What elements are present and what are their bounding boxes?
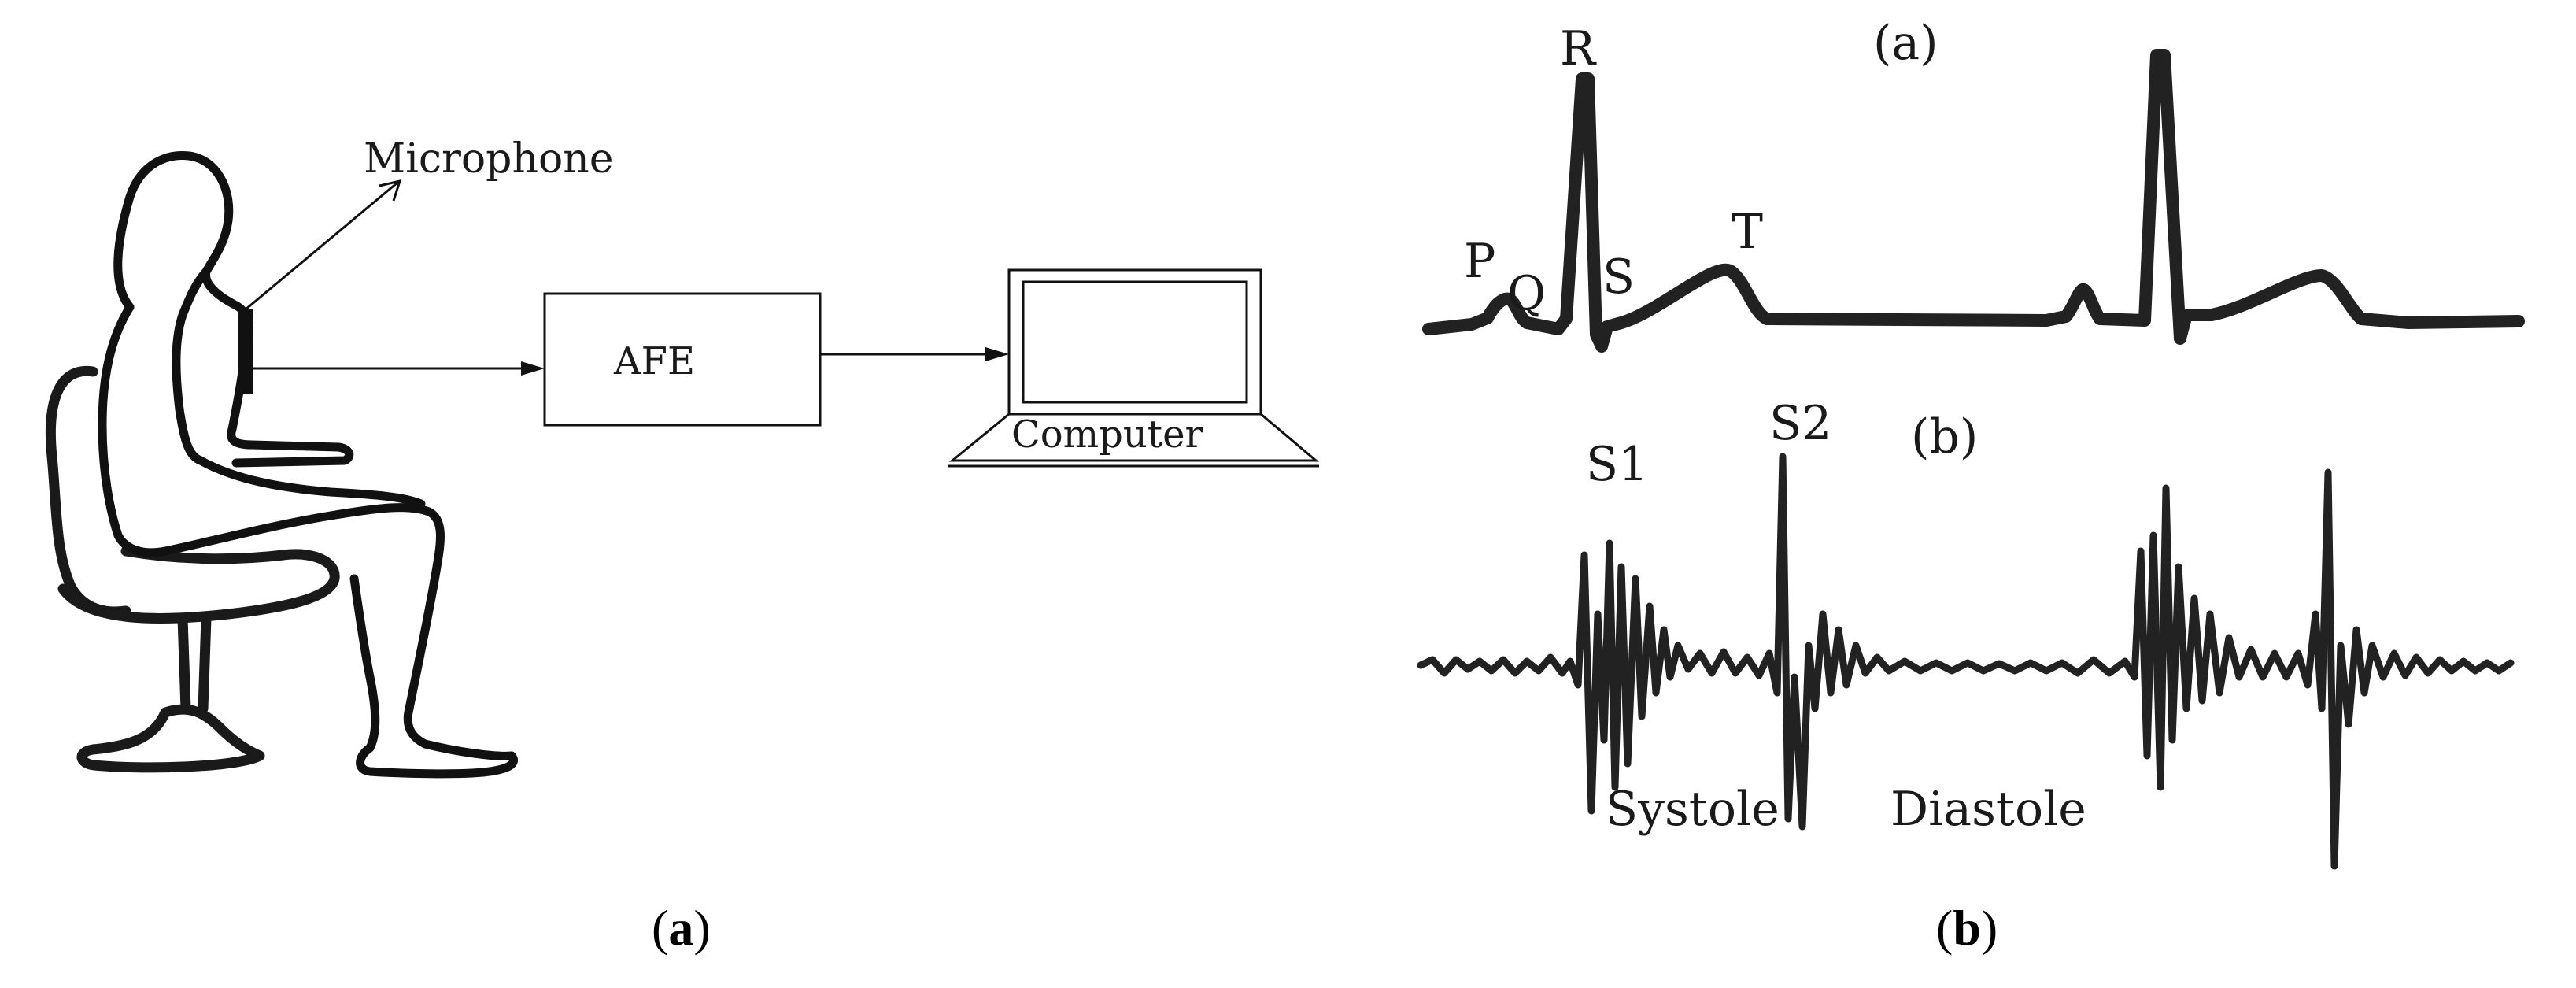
panel-b-signals: R P Q S T (a) S1 S2 (b) Systole Diastole… (1417, 16, 2525, 956)
ecg-waveform (1422, 49, 2525, 353)
panel-a-caption: (a) (652, 900, 711, 956)
ecg-t-wave-label: T (1732, 205, 1763, 260)
computer-label: Computer (1011, 413, 1203, 457)
pcg-waveform (1417, 453, 2515, 870)
afe-label: AFE (613, 339, 695, 383)
panel-a-setup-diagram: Microphone AFE Computer (a) (45, 135, 1320, 956)
pcg-s2-label: S2 (1769, 396, 1831, 451)
microphone-label: Microphone (364, 135, 614, 183)
seated-person-icon (98, 151, 518, 779)
afe-to-computer-arrow (820, 347, 1009, 361)
panel-b-caption: (b) (1936, 900, 1998, 956)
microphone-icon (238, 309, 253, 394)
chair-icon (45, 365, 340, 773)
ecg-p-wave-label: P (1464, 234, 1495, 289)
diastole-label: Diastole (1890, 782, 2086, 837)
mic-to-afe-arrow (253, 361, 545, 376)
pcg-panel-tag: (b) (1911, 409, 1978, 464)
systole-label: Systole (1606, 782, 1780, 837)
afe-block (543, 292, 822, 427)
ecg-s-wave-label: S (1602, 250, 1635, 305)
ecg-q-wave-label: Q (1507, 266, 1546, 321)
microphone-pointer-arrow (245, 179, 402, 311)
ecg-r-wave-label: R (1560, 21, 1597, 76)
pcg-s1-label: S1 (1586, 437, 1648, 492)
laptop-icon (948, 268, 1320, 468)
ecg-panel-tag: (a) (1873, 16, 1938, 71)
